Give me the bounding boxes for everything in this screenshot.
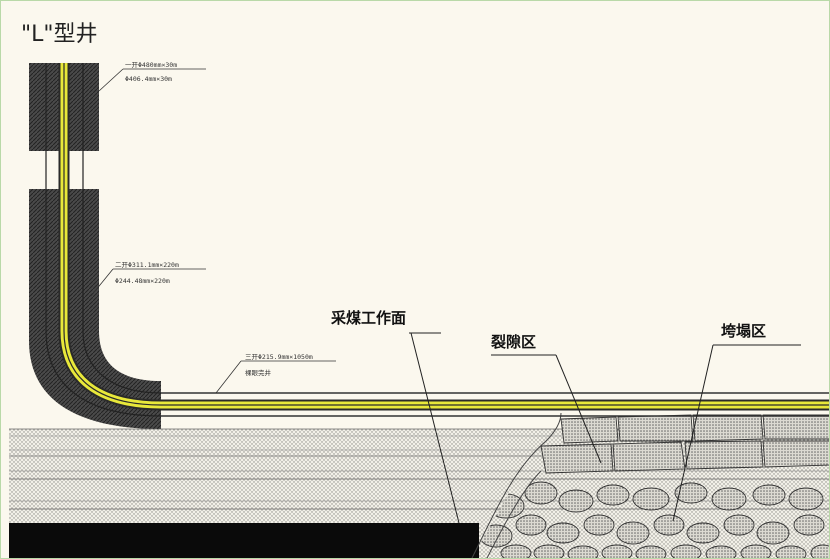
collapse-zone-rubble — [479, 481, 829, 558]
work-face-callout: 采煤工作面 — [330, 309, 460, 524]
casing-annotation-3: 三开Φ215.9mm×1050m 裸眼完井 — [215, 353, 336, 394]
fracture-zone-callout: 裂隙区 — [490, 333, 602, 464]
casing-1-line2: Φ406.4mm×30m — [125, 75, 172, 83]
casing-3-line1: 三开Φ215.9mm×1050m — [245, 353, 313, 361]
casing-2-line2: Φ244.48mm×220m — [115, 277, 170, 285]
coal-seam — [9, 523, 479, 558]
work-face-label: 采煤工作面 — [330, 309, 406, 327]
collapse-zone-callout: 垮塌区 — [672, 322, 801, 522]
l-well — [29, 63, 829, 429]
casing-annotation-1: 一开Φ480mm×30m Φ406.4mm×30m — [98, 61, 206, 92]
casing-2-line1: 二开Φ311.1mm×220m — [115, 261, 179, 269]
casing-annotation-2: 二开Φ311.1mm×220m Φ244.48mm×220m — [90, 261, 206, 297]
casing-1-line1: 一开Φ480mm×30m — [125, 61, 177, 69]
collapse-zone-label: 垮塌区 — [721, 322, 766, 340]
cave-boundary — [471, 412, 562, 558]
fracture-zone-label: 裂隙区 — [490, 333, 536, 351]
well-tubing — [60, 63, 829, 409]
fracture-zone-blocks — [540, 414, 829, 474]
casing-3-line2: 裸眼完井 — [245, 368, 272, 377]
diagram-title: "L"型井 — [21, 22, 98, 47]
